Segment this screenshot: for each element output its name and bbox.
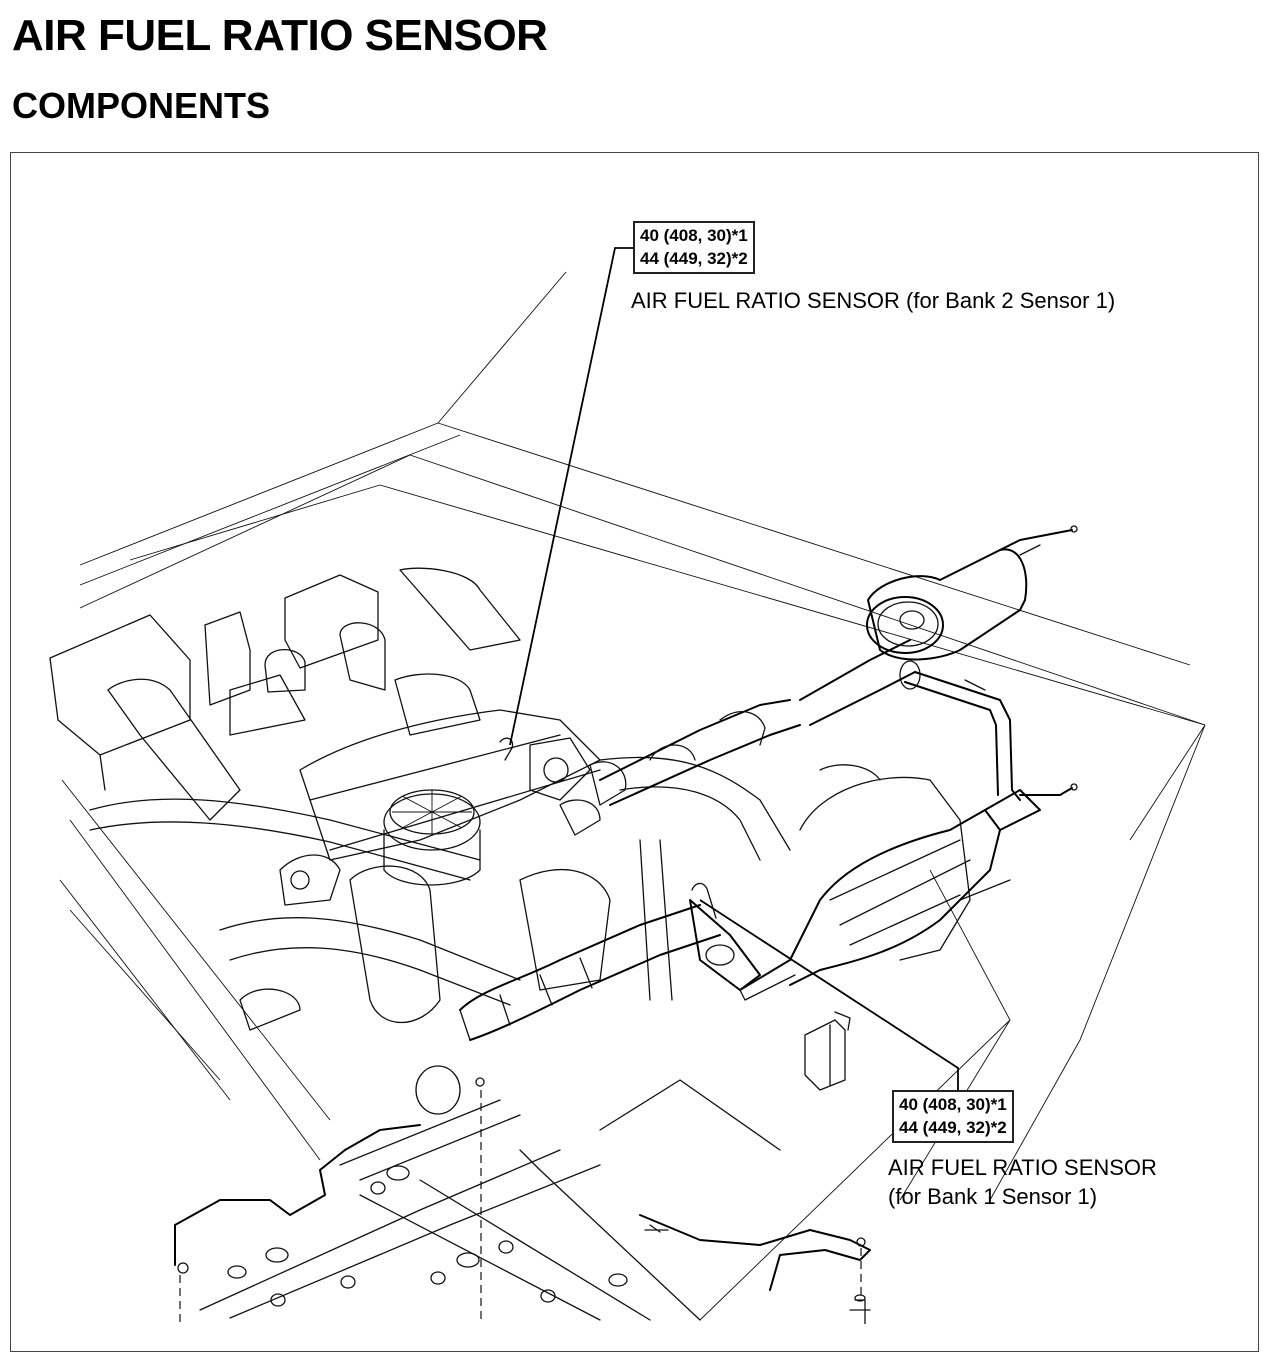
engine-compartment-illustration <box>49 247 1206 1324</box>
torque-spec-line: 40 (408, 30)*1 <box>640 226 748 245</box>
leader-line-bank2 <box>509 247 633 746</box>
engine-assembly <box>49 567 1011 1031</box>
engine-under-cover <box>174 1065 871 1324</box>
exhaust-manifold-bank2 <box>499 699 801 806</box>
installation-guide-lines <box>179 1090 862 1324</box>
torque-spec-line: 40 (408, 30)*1 <box>899 1095 1007 1114</box>
callout-label-bank1-sensor1: AIR FUEL RATIO SENSOR (for Bank 1 Sensor… <box>888 1153 1157 1211</box>
muffler <box>799 525 1078 801</box>
torque-spec-line: 44 (449, 32)*2 <box>640 249 748 268</box>
callout-label-line: AIR FUEL RATIO SENSOR <box>888 1155 1157 1180</box>
callout-label-line: AIR FUEL RATIO SENSOR (for Bank 2 Sensor… <box>631 288 1116 313</box>
torque-spec-box-bank2: 40 (408, 30)*1 44 (449, 32)*2 <box>633 221 755 274</box>
section-title: COMPONENTS <box>12 85 271 126</box>
callout-label-bank2-sensor1: AIR FUEL RATIO SENSOR (for Bank 2 Sensor… <box>631 286 1115 315</box>
connector-bracket <box>804 1011 851 1091</box>
exhaust-manifold-bank1 <box>459 882 761 1041</box>
leader-line-bank1 <box>699 899 959 1090</box>
page-title: AIR FUEL RATIO SENSOR <box>12 11 548 60</box>
catalytic-converter <box>739 789 1041 1001</box>
torque-spec-box-bank1: 40 (408, 30)*1 44 (449, 32)*2 <box>892 1090 1014 1143</box>
torque-spec-line: 44 (449, 32)*2 <box>899 1118 1007 1137</box>
callout-label-line: (for Bank 1 Sensor 1) <box>888 1184 1098 1209</box>
